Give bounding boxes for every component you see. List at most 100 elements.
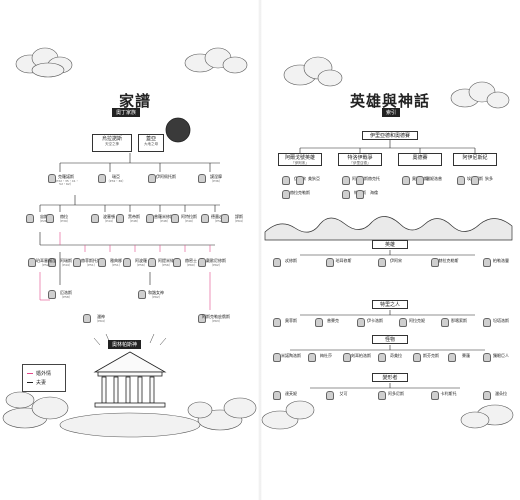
gen4-node: 阿瑞斯（P44）: [60, 258, 72, 267]
index-item: 梅杜莎: [320, 353, 332, 358]
moon-drawing: [165, 117, 191, 143]
portrait-icon: [399, 318, 407, 327]
gen3-node: 普羅米修斯（P48）: [154, 214, 174, 223]
index-item: 阿拉克妮: [409, 318, 425, 323]
legend: 婚外情 夫妻: [22, 364, 66, 392]
portrait-icon: [83, 314, 91, 323]
affair-swatch: [27, 373, 33, 374]
gen3-node: 黑帝斯（P48）: [128, 214, 140, 223]
portrait-icon: [325, 391, 334, 400]
index-item: 赫拉克勒斯: [438, 258, 459, 263]
portrait-icon: [123, 258, 131, 267]
gen4-node: 阿提米絲（P56）: [158, 258, 174, 267]
left-page: 家譜 奧丁家族 烏拉諾斯天空之神 蓋亞大地之母 克羅諾斯（P32・35・41・5…: [2, 47, 257, 438]
portrait-icon: [282, 190, 290, 199]
portrait-icon: [308, 353, 316, 362]
index-item: 賽蓮: [462, 353, 470, 358]
index-column-header: 阿爾戈號英雄「伊阿宋」: [278, 153, 322, 166]
portrait-icon: [48, 258, 56, 267]
index-column-header: 特洛伊戰爭「伊里亞德」: [338, 153, 382, 166]
portrait-icon: [413, 353, 421, 362]
index-item: 奧菲斯: [285, 318, 297, 323]
gen3-node: 赫拉（P39）: [58, 214, 70, 223]
portrait-icon: [148, 174, 156, 183]
portrait-icon: [171, 214, 179, 223]
index-item: 達芙妮: [285, 391, 297, 396]
gen2-node: 瑞亞（P32・36）: [106, 174, 126, 183]
portrait-icon: [357, 318, 365, 327]
page-title-left: 家譜: [118, 92, 151, 110]
index-item: 海倫: [370, 190, 378, 195]
portrait-icon: [296, 176, 304, 185]
index-item: 普賽克: [327, 318, 339, 323]
portrait-icon: [198, 314, 206, 323]
gen2-node: 伊阿佩托斯: [156, 174, 176, 179]
portrait-icon: [26, 214, 34, 223]
portrait-icon: [146, 214, 154, 223]
portrait-icon: [483, 391, 491, 400]
index-section-label: 怪物: [372, 335, 408, 344]
index-item: 獨眼巨人: [493, 353, 509, 358]
gen5-node: 阿斯克勒庇俄斯（P63）: [202, 314, 230, 323]
right-page: 英雄與神話 索引 伊里亞德和奧德賽 阿爾戈號英雄「伊阿宋」伊阿宋美狄亞赫拉克勒斯…: [260, 0, 520, 500]
portrait-icon: [378, 391, 386, 400]
index-section-label: 特里之人: [372, 300, 408, 309]
index-item: 奇美拉: [390, 353, 402, 358]
portrait-icon: [273, 318, 281, 327]
index-item: 坦塔洛斯: [493, 318, 509, 323]
gen4-node: 戴歐尼修斯（P62）: [206, 258, 226, 267]
married-swatch: [27, 382, 33, 383]
portrait-icon: [48, 290, 56, 299]
book-gutter: [258, 0, 262, 500]
portrait-icon: [198, 258, 206, 267]
portrait-icon: [173, 258, 181, 267]
index-connectors: [261, 56, 514, 430]
family-tree-connectors: [2, 47, 257, 438]
portrait-icon: [315, 318, 323, 327]
gen4-node: 雅典娜（P51）: [110, 258, 122, 267]
portrait-icon: [98, 258, 106, 267]
gen2-node: 克羅諾斯（P32・35・41・52・62）: [53, 174, 79, 187]
portrait-icon: [282, 176, 290, 185]
node-uranus: 烏拉諾斯天空之神: [92, 134, 132, 152]
portrait-icon: [402, 176, 410, 185]
gen5-node: 厄洛斯（P58）: [60, 290, 72, 299]
portrait-icon: [448, 353, 456, 362]
portrait-icon: [416, 176, 424, 185]
portrait-icon: [138, 290, 146, 299]
portrait-icon: [430, 258, 439, 267]
portrait-icon: [148, 258, 156, 267]
portrait-icon: [343, 353, 351, 362]
portrait-icon: [471, 176, 479, 185]
legend-item-affair: 婚外情: [27, 370, 61, 377]
index-item: 艾可: [339, 391, 348, 396]
index-column-header: 阿伊尼斯紀: [453, 153, 497, 166]
gen4-node: 赫密士（P60）: [185, 258, 197, 267]
gen3-node: 阿特拉斯（P49）: [181, 214, 197, 223]
index-section-label: 變形者: [372, 373, 408, 382]
portrait-icon: [441, 318, 449, 327]
portrait-icon: [378, 258, 386, 267]
index-item: 忒修斯: [285, 258, 297, 263]
index-item: 柏勒洛豐: [493, 258, 509, 263]
portrait-icon: [430, 391, 439, 400]
portrait-icon: [46, 214, 54, 223]
index-top: 伊里亞德和奧德賽: [362, 131, 418, 140]
index-item: 狄多: [485, 176, 493, 181]
index-item: 米諾陶洛斯: [281, 353, 301, 358]
index-item: 赫拉克勒斯: [290, 190, 310, 195]
gen3-node: 波塞頓（P44）: [103, 214, 115, 223]
index-item: 那喀索斯: [451, 318, 467, 323]
portrait-icon: [483, 353, 491, 362]
index-item: 卡利斯托: [440, 391, 457, 396]
portrait-icon: [273, 258, 281, 267]
portrait-icon: [221, 214, 229, 223]
index-item: 珀耳修斯: [335, 258, 352, 263]
gen2-node: 謨涅摩（P36）: [210, 174, 222, 183]
gen4-node: 赫菲斯托斯（P51）: [81, 258, 101, 267]
temple-banner: 奧林帕斯神: [108, 340, 142, 349]
portrait-icon: [198, 174, 206, 183]
gen3-node: 德墨忒爾（P52）: [211, 214, 227, 223]
portrait-icon: [273, 353, 281, 362]
subtitle-right: 索引: [382, 108, 401, 117]
